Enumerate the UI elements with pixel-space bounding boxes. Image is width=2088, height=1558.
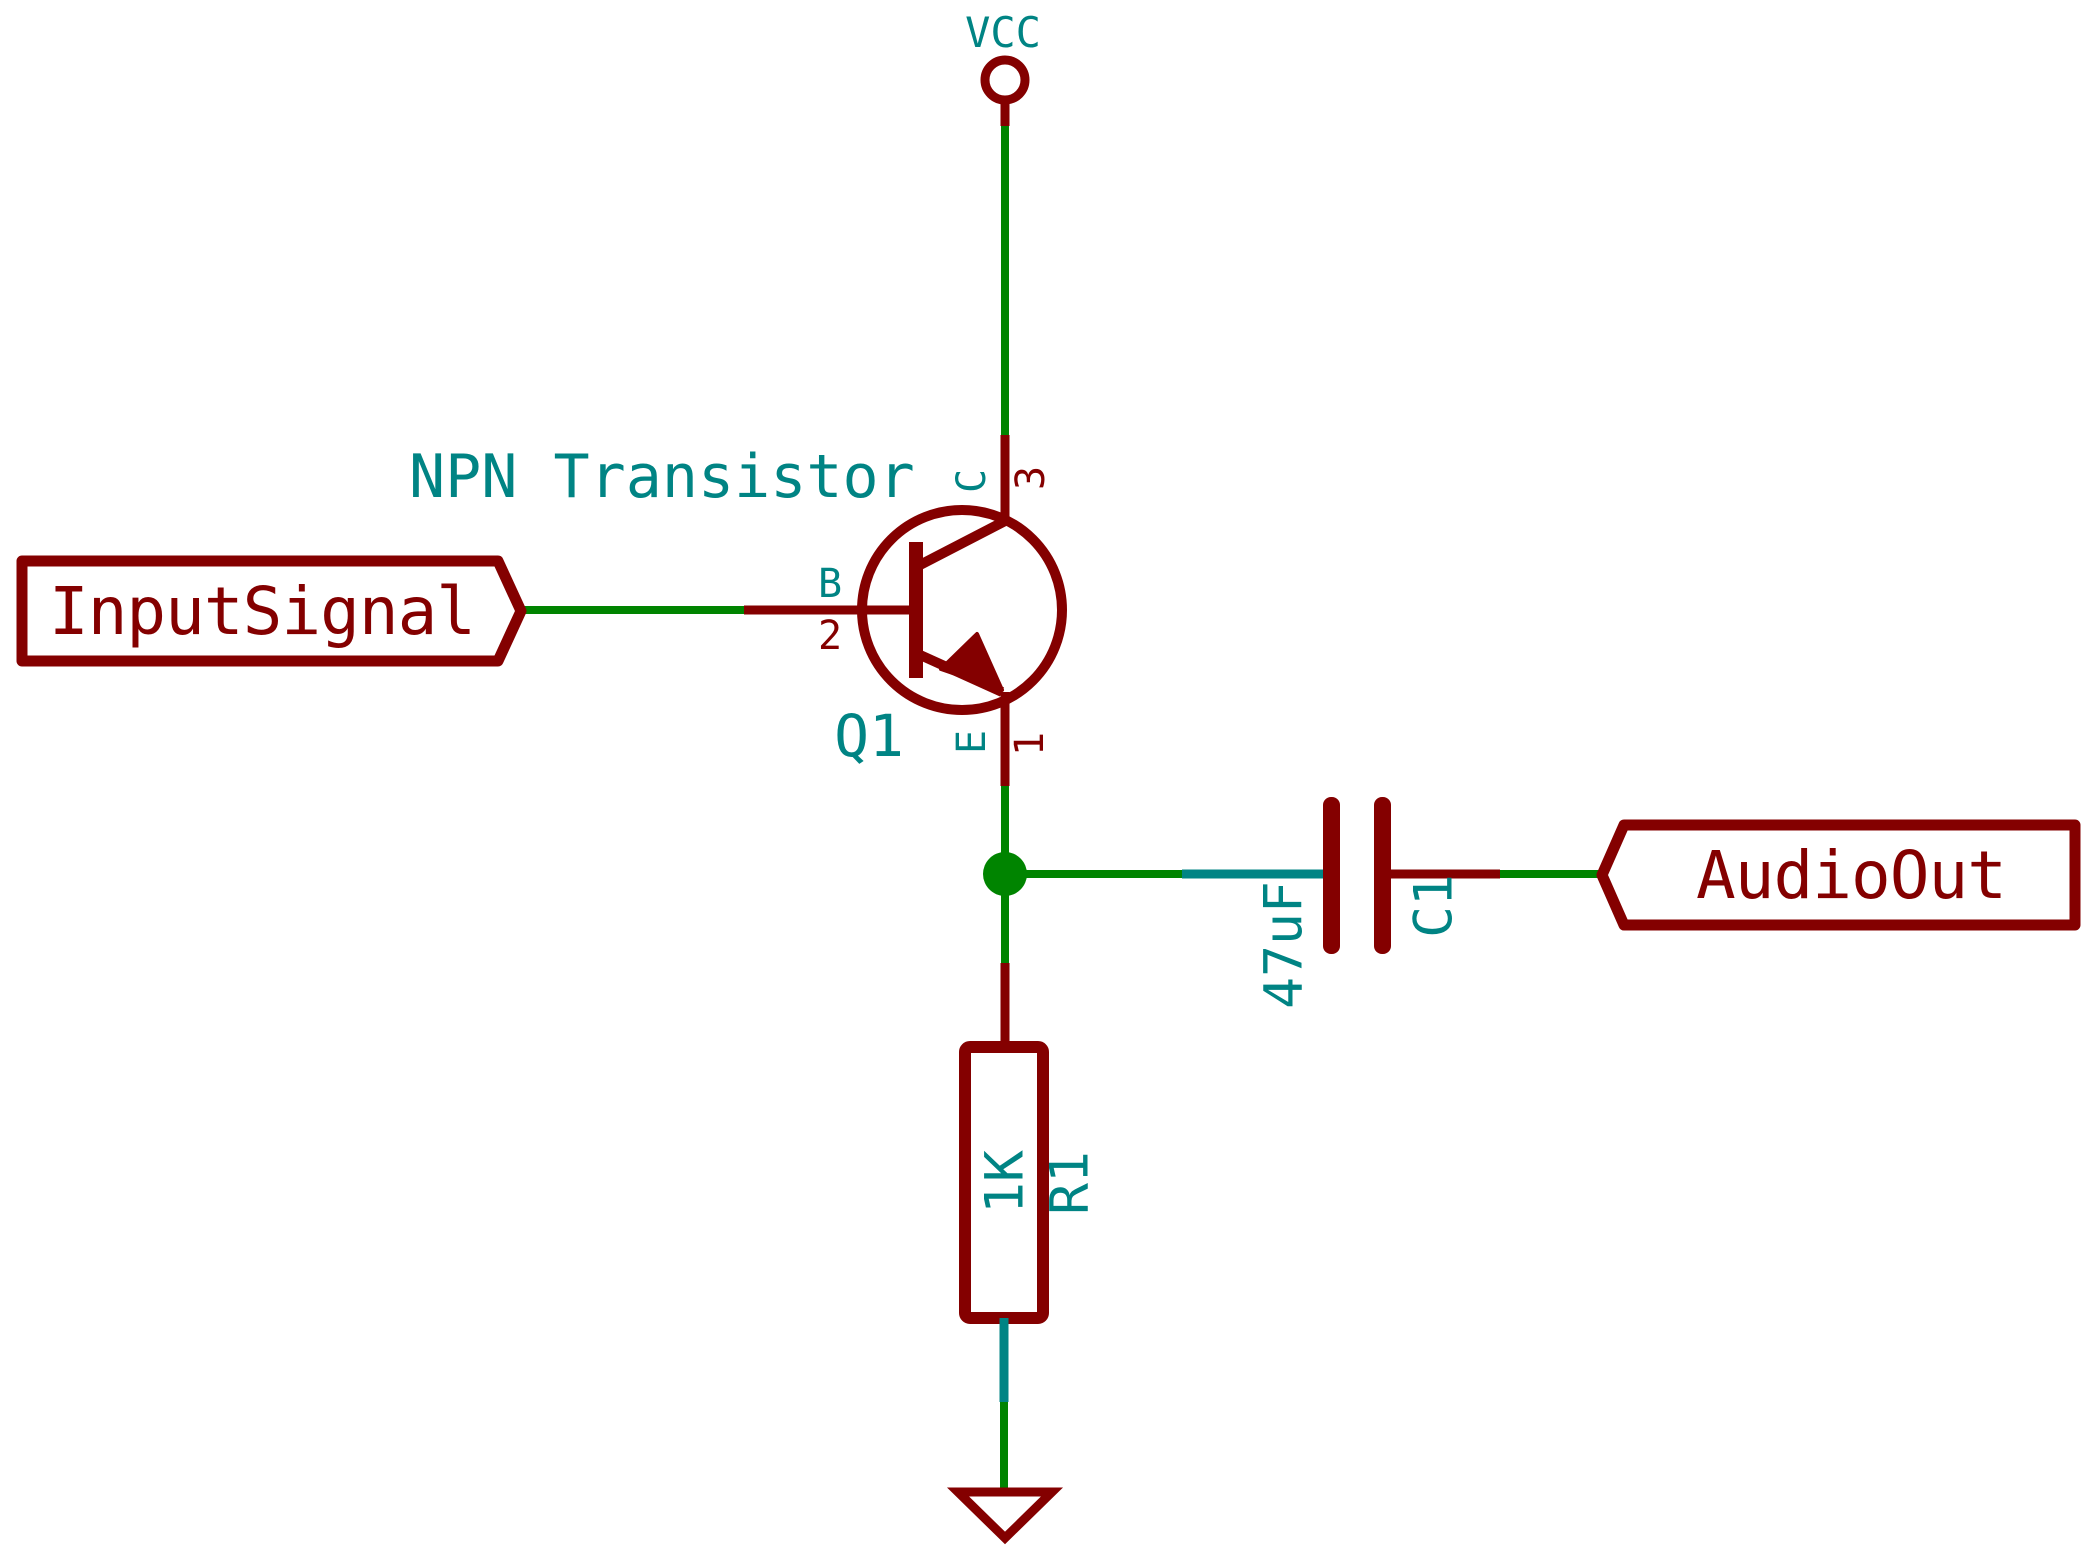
transistor-ref-label[interactable]: Q1 — [834, 702, 904, 770]
transistor-value-label[interactable]: NPN Transistor — [409, 442, 915, 512]
pin-name-emitter: E — [949, 729, 995, 755]
resistor-r1-symbol[interactable] — [959, 963, 1049, 1402]
transistor-emitter-arrow — [939, 632, 1004, 692]
vcc-power-label[interactable]: VCC — [965, 8, 1041, 57]
pin-name-base: B — [817, 561, 843, 607]
input-label-outline[interactable] — [16, 555, 527, 667]
transistor-q1-symbol[interactable] — [744, 435, 1067, 786]
capacitor-right-plate — [1374, 797, 1391, 954]
ground-symbol[interactable] — [946, 1487, 1064, 1545]
capacitor-value-label[interactable]: 47uF — [1253, 881, 1315, 1009]
pin-number-collector: 3 — [1008, 465, 1054, 491]
pin-name-collector: C — [949, 468, 995, 494]
pin-number-emitter: 1 — [1007, 731, 1053, 757]
transistor-collector-diagonal — [915, 516, 1008, 571]
vcc-power-symbol[interactable] — [980, 55, 1030, 105]
audio-out-label[interactable]: AudioOut — [1696, 837, 2007, 914]
capacitor-ref-label[interactable]: C1 — [1403, 874, 1465, 938]
pin-number-base: 2 — [817, 613, 843, 659]
wire-junction-dot[interactable] — [983, 852, 1027, 896]
output-label-outline[interactable] — [1596, 819, 2081, 931]
input-signal-label[interactable]: InputSignal — [48, 573, 476, 650]
capacitor-c1-symbol[interactable] — [1182, 797, 1500, 954]
resistor-value-label[interactable]: 1K — [974, 1150, 1036, 1214]
resistor-ref-label[interactable]: R1 — [1039, 1151, 1101, 1215]
capacitor-left-plate — [1323, 797, 1340, 954]
